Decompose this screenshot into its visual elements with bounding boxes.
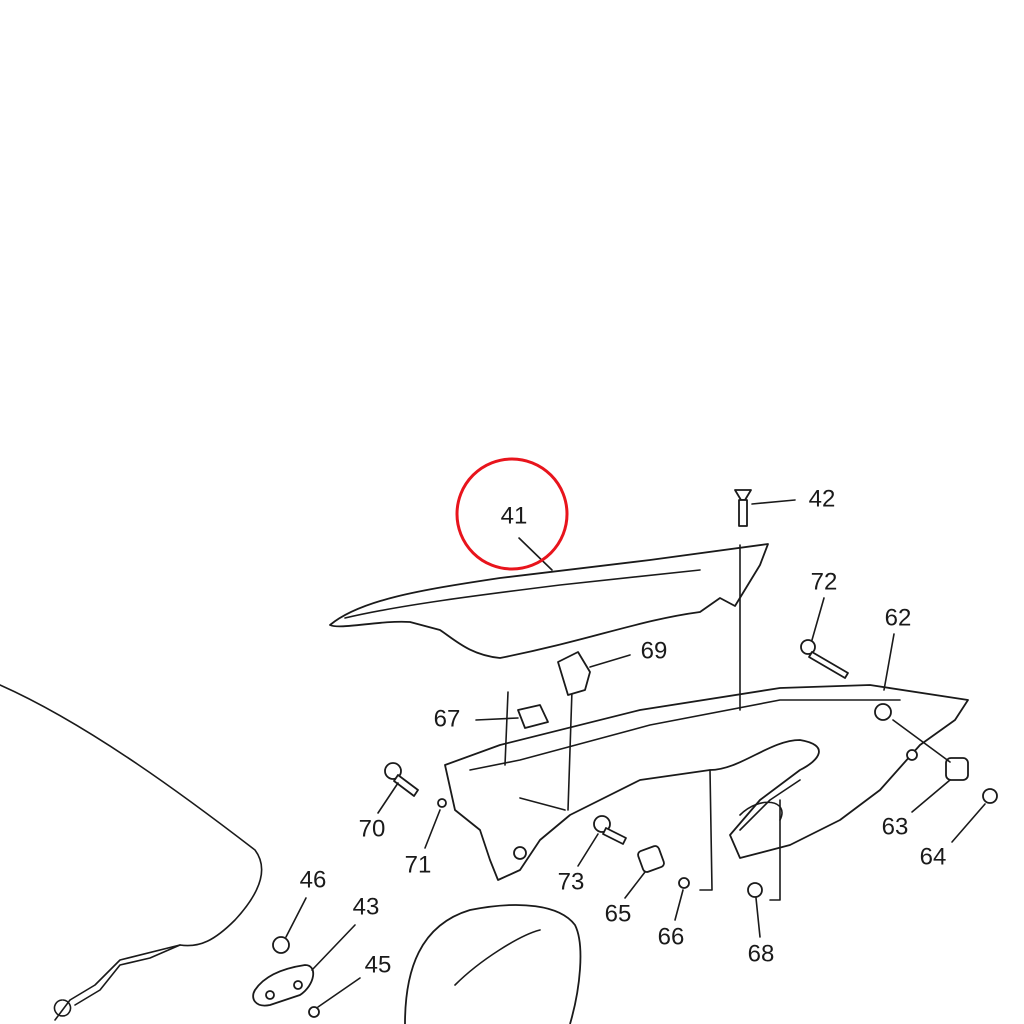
label-43[interactable]: 43 <box>353 893 380 920</box>
label-64[interactable]: 64 <box>920 843 947 870</box>
part-43-hole <box>265 990 275 1000</box>
part-70-bolt[interactable] <box>384 762 419 797</box>
part-68-nut[interactable] <box>747 882 763 898</box>
label-71[interactable]: 71 <box>405 851 432 878</box>
leader-65 <box>624 871 646 899</box>
part-43-bracket[interactable] <box>252 964 314 1007</box>
assembly-line-63 <box>892 719 951 763</box>
leader-71 <box>424 809 441 849</box>
leader-68 <box>755 897 761 938</box>
leader-45 <box>317 977 361 1008</box>
highlight-circle <box>455 457 569 571</box>
part-46-nut[interactable] <box>272 936 290 954</box>
lower-cover-part <box>404 904 582 1024</box>
label-73[interactable]: 73 <box>558 868 585 895</box>
leader-41 <box>518 537 553 571</box>
leader-42 <box>751 499 796 505</box>
label-41[interactable]: 41 <box>501 502 528 529</box>
part-67-nut[interactable] <box>517 704 549 729</box>
part-65-nut[interactable] <box>637 845 665 873</box>
part-62-inner <box>469 699 901 831</box>
label-63[interactable]: 63 <box>882 813 909 840</box>
part-73-bolt[interactable] <box>593 815 627 845</box>
label-69[interactable]: 69 <box>641 637 668 664</box>
leader-72 <box>811 597 825 641</box>
label-42[interactable]: 42 <box>809 485 836 512</box>
leader-73 <box>577 833 599 867</box>
leader-46 <box>285 897 307 938</box>
part-62-frame[interactable] <box>444 684 969 881</box>
part-64-collar[interactable] <box>982 788 998 804</box>
part-42-screw[interactable] <box>734 489 752 527</box>
leader-67 <box>475 717 519 721</box>
part-41-edge <box>344 569 701 619</box>
leader-64 <box>951 803 986 843</box>
leader-43 <box>311 924 356 971</box>
label-45[interactable]: 45 <box>365 951 392 978</box>
part-63-grommet[interactable] <box>945 757 969 781</box>
assembly-lines <box>504 544 781 901</box>
part-62-hole <box>513 846 527 860</box>
part-41-cover[interactable] <box>329 543 769 659</box>
label-65[interactable]: 65 <box>605 900 632 927</box>
part-66-washer[interactable] <box>678 877 690 889</box>
body-panel-bracket <box>53 944 181 1017</box>
label-46[interactable]: 46 <box>300 866 327 893</box>
label-68[interactable]: 68 <box>748 940 775 967</box>
lower-cover-detail <box>454 929 541 986</box>
part-43-hole-2 <box>293 980 303 990</box>
body-panel-outline <box>0 684 263 1021</box>
label-62[interactable]: 62 <box>885 604 912 631</box>
leader-66 <box>674 889 684 921</box>
part-62-hole-2 <box>906 749 918 761</box>
label-70[interactable]: 70 <box>359 815 386 842</box>
part-72-bolt[interactable] <box>800 639 849 679</box>
label-67[interactable]: 67 <box>434 705 461 732</box>
part-45-washer[interactable] <box>308 1006 320 1018</box>
label-72[interactable]: 72 <box>811 568 838 595</box>
leader-70 <box>377 782 399 814</box>
leader-63 <box>911 779 951 813</box>
leader-69 <box>589 654 631 668</box>
leader-62 <box>883 633 895 691</box>
part-71-washer[interactable] <box>437 798 447 808</box>
part-62-grommet <box>874 703 892 721</box>
label-66[interactable]: 66 <box>658 923 685 950</box>
part-69-clip[interactable] <box>557 651 591 696</box>
